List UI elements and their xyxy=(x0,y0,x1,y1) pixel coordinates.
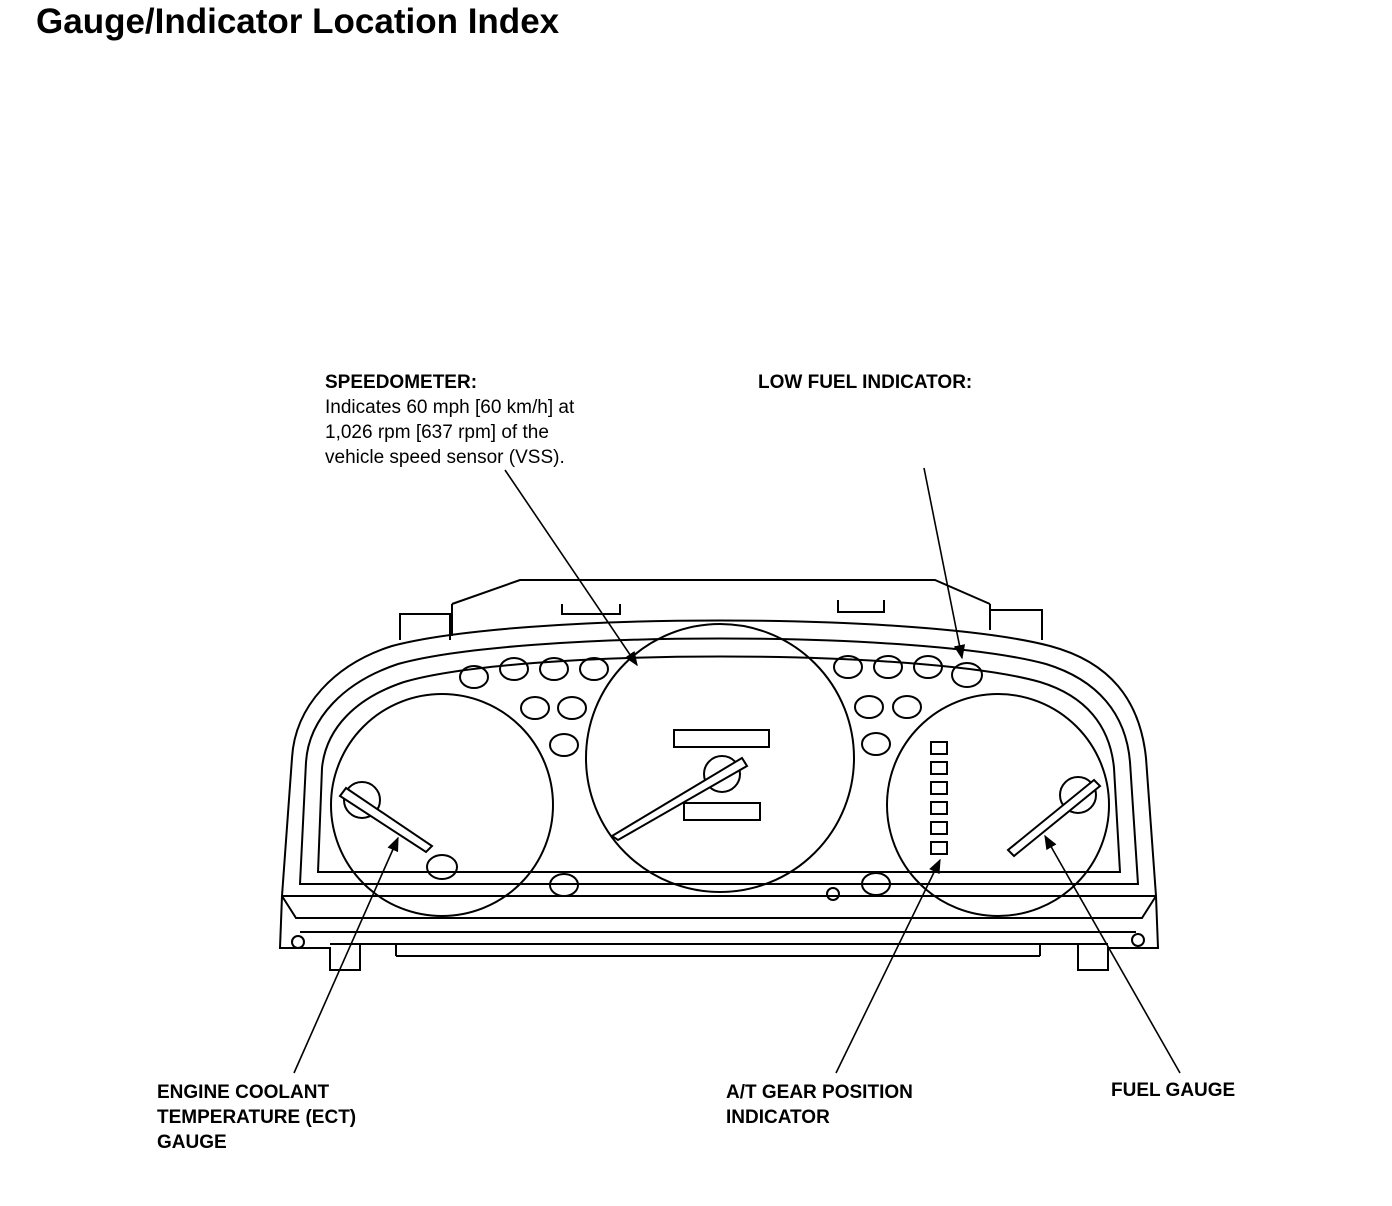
gear-indicator-callout: A/T GEAR POSITION INDICATOR xyxy=(726,1080,913,1130)
gear-indicator-leader-arrow xyxy=(835,858,941,1074)
speedometer-description: Indicates 60 mph [60 km/h] at 1,026 rpm … xyxy=(325,397,575,468)
ect-gauge-leader-arrow xyxy=(293,836,399,1074)
ect-gauge xyxy=(330,693,554,917)
cluster-bezel xyxy=(278,619,1160,971)
fuel-gauge-label: FUEL GAUGE xyxy=(1111,1080,1236,1101)
gear-position-indicator xyxy=(930,741,948,855)
low-fuel-indicator-lamp xyxy=(951,662,983,688)
fuel-gauge-callout: FUEL GAUGE xyxy=(1111,1078,1235,1103)
page-title: Gauge/Indicator Location Index xyxy=(36,2,560,41)
cluster-top-housing xyxy=(399,579,1043,640)
speedometer-leader-arrow xyxy=(504,469,638,667)
indicator-lamps xyxy=(459,655,943,901)
fuel-gauge xyxy=(886,693,1110,917)
low-fuel-callout: LOW FUEL INDICATOR: xyxy=(758,370,972,395)
leader-lines xyxy=(293,467,1181,1074)
ect-gauge-callout: ENGINE COOLANT TEMPERATURE (ECT) GAUGE xyxy=(157,1080,356,1155)
fuel-gauge-leader-arrow xyxy=(1044,834,1181,1074)
low-fuel-leader-arrow xyxy=(923,467,966,660)
speedometer-label: SPEEDOMETER: xyxy=(325,372,478,393)
ect-gauge-label: ENGINE COOLANT TEMPERATURE (ECT) GAUGE xyxy=(157,1082,357,1153)
speedometer-callout: SPEEDOMETER: Indicates 60 mph [60 km/h] … xyxy=(325,370,574,470)
speedometer xyxy=(585,623,855,893)
gear-indicator-label: A/T GEAR POSITION INDICATOR xyxy=(726,1082,913,1128)
low-fuel-label: LOW FUEL INDICATOR: xyxy=(758,372,973,393)
